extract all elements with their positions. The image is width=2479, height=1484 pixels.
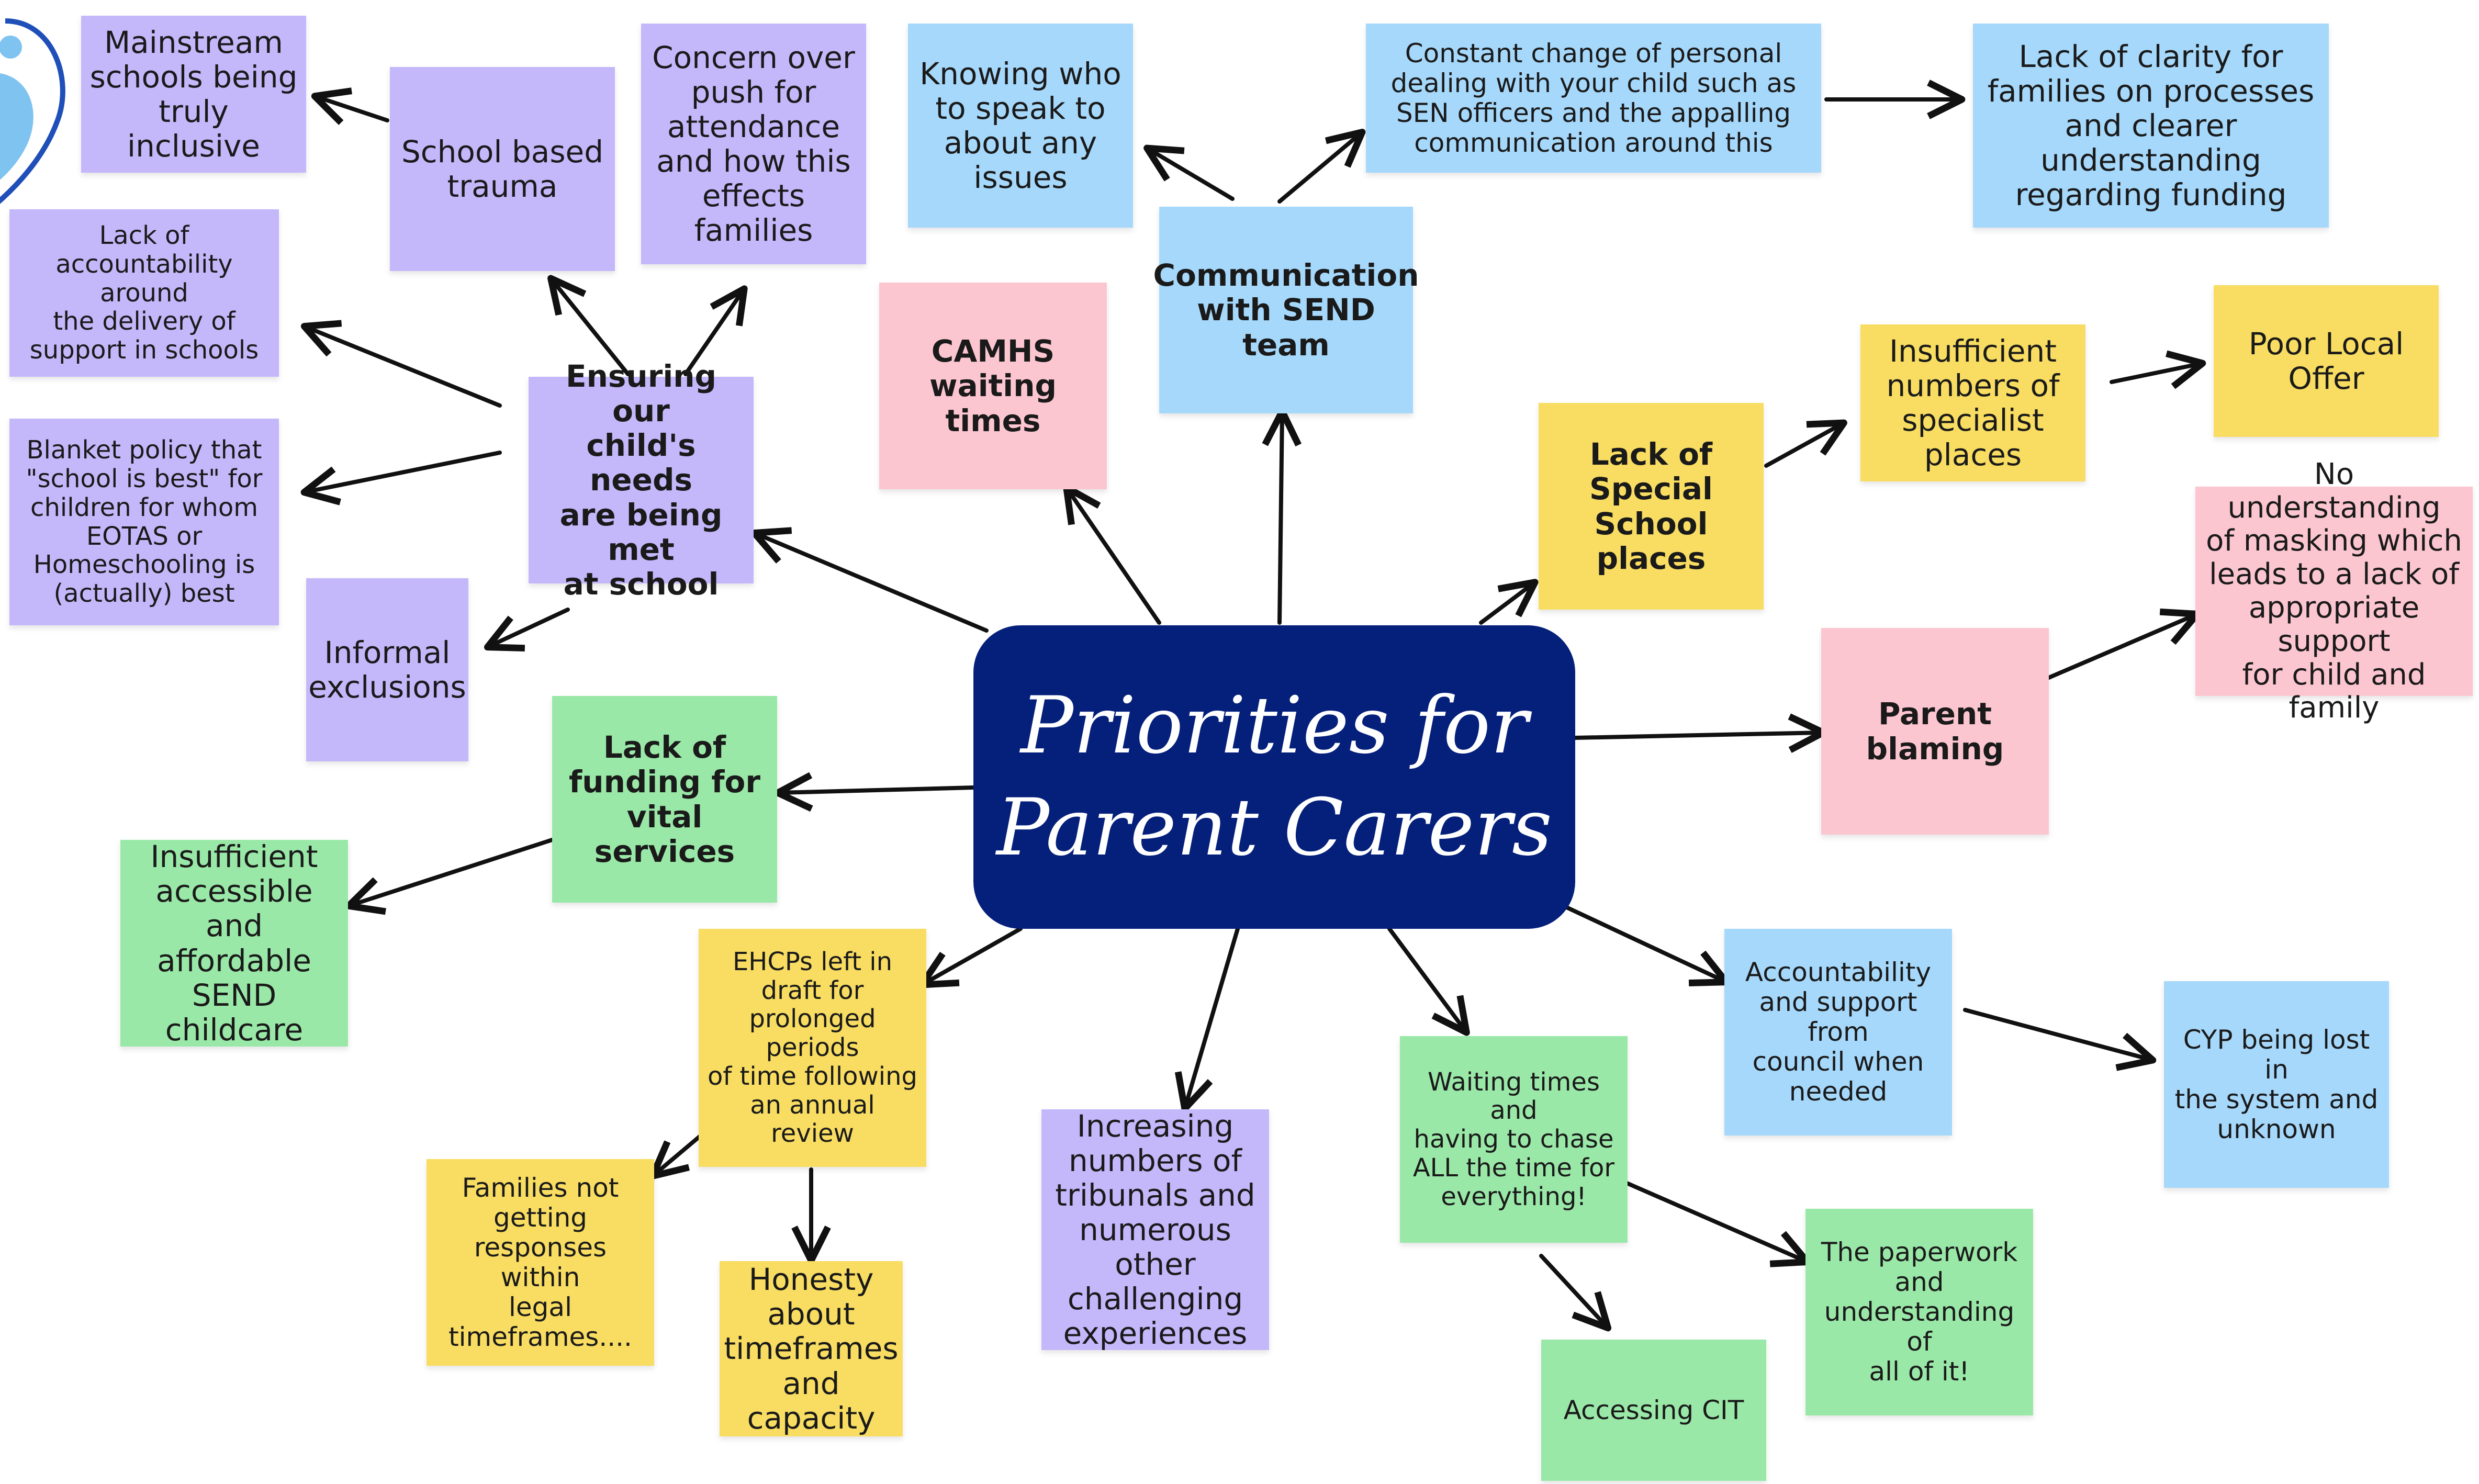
connector-arrow [1573, 713, 1827, 753]
note-masking-text: No understanding of masking which leads … [2206, 457, 2462, 725]
connector-arrow [2110, 350, 2206, 389]
connector-arrow [1560, 903, 1730, 986]
note-families-responses-text: Families not getting responses within le… [448, 1172, 632, 1352]
connector-arrow [1262, 408, 1302, 625]
note-mainstream: Mainstream schools being truly inclusive [81, 16, 306, 173]
note-cyp-lost-text: CYP being lost in the system and unknown [2174, 1024, 2379, 1144]
note-poor-local-offer-text: Poor Local Offer [2248, 325, 2404, 396]
note-ensuring-needs: Ensuring our child's needs are being met… [529, 359, 754, 601]
connector-arrow [1387, 927, 1470, 1036]
note-constant-change-text: Constant change of personal dealing with… [1390, 38, 1797, 158]
note-camhs-text: CAMHS waiting times [929, 333, 1057, 439]
note-honesty: Honesty about timeframes and capacity [720, 1261, 903, 1436]
note-tribunals-text: Increasing numbers of tribunals and nume… [1055, 1108, 1255, 1352]
note-ehcps-text: EHCPs left in draft for prolonged period… [707, 947, 917, 1149]
note-blanket-policy: Blanket policy that "school is best" for… [9, 419, 279, 625]
note-cyp-lost: CYP being lost in the system and unknown [2164, 981, 2389, 1188]
note-waiting-times-text: Waiting times and having to chase ALL th… [1412, 1067, 1615, 1211]
figure-logo-icon [0, 18, 65, 204]
note-accountability-schools-text: Lack of accountability around the delive… [29, 221, 259, 365]
note-accountability-council-text: Accountability and support from council … [1745, 957, 1932, 1107]
note-parent-blaming-text: Parent blaming [1866, 696, 2004, 767]
connector-arrow [1539, 1254, 1612, 1332]
connector-arrow [2047, 608, 2201, 680]
note-camhs: CAMHS waiting times [879, 283, 1107, 489]
connector-arrow [484, 608, 570, 652]
connector-arrow [774, 772, 975, 812]
note-special-school-text: Lack of Special School places [1589, 436, 1713, 576]
note-school-trauma-text: School based trauma [401, 133, 604, 204]
note-waiting-times: Waiting times and having to chase ALL th… [1400, 1036, 1628, 1243]
note-honesty-text: Honesty about timeframes and capacity [724, 1262, 899, 1436]
note-accessing-cit: Accessing CIT [1541, 1340, 1766, 1481]
note-masking: No understanding of masking which leads … [2195, 457, 2473, 725]
connector-arrow [1479, 579, 1539, 625]
connector-arrow [683, 285, 748, 376]
note-informal-exclusions: Informal exclusions [306, 578, 468, 761]
connector-arrow [1143, 144, 1235, 201]
note-families-responses: Families not getting responses within le… [427, 1159, 654, 1366]
central-title-box: Priorities for Parent Carers [973, 625, 1575, 929]
note-insufficient-specialist-text: Insufficient numbers of specialist place… [1886, 333, 2060, 473]
note-knowing-who: Knowing who to speak to about any issues [908, 24, 1133, 228]
note-accessing-cit-text: Accessing CIT [1563, 1395, 1744, 1425]
note-parent-blaming: Parent blaming [1821, 628, 2049, 835]
note-tribunals: Increasing numbers of tribunals and nume… [1041, 1108, 1269, 1352]
note-communication-send-text: Communication with SEND team [1153, 257, 1419, 363]
note-special-school: Lack of Special School places [1539, 403, 1764, 610]
connector-arrow [300, 451, 502, 505]
note-knowing-who-text: Knowing who to speak to about any issues [919, 55, 1121, 196]
note-communication-send: Communication with SEND team [1153, 207, 1419, 413]
note-accountability-council: Accountability and support from council … [1724, 929, 1952, 1136]
connector-arrow [300, 320, 502, 408]
connector-arrow [1963, 1008, 2157, 1071]
note-insufficient-specialist: Insufficient numbers of specialist place… [1860, 324, 2085, 481]
connector-arrow [1618, 1178, 1811, 1267]
connector-arrow [547, 275, 630, 376]
note-lack-funding: Lack of funding for vital services [552, 696, 777, 903]
note-paperwork: The paperwork and understanding of all o… [1805, 1209, 2033, 1415]
note-ehcps: EHCPs left in draft for prolonged period… [699, 929, 926, 1167]
note-childcare-text: Insufficient accessible and affordable S… [150, 839, 318, 1048]
connector-arrow [1063, 484, 1161, 625]
note-poor-local-offer: Poor Local Offer [2214, 285, 2439, 437]
note-lack-funding-text: Lack of funding for vital services [569, 729, 760, 869]
connector-arrow [750, 527, 989, 633]
note-school-trauma: School based trauma [390, 67, 615, 271]
note-constant-change: Constant change of personal dealing with… [1366, 24, 1821, 173]
note-childcare: Insufficient accessible and affordable S… [120, 839, 348, 1048]
note-informal-exclusions-text: Informal exclusions [308, 634, 466, 705]
connector-arrow [1764, 419, 1847, 468]
connector-arrow [311, 87, 389, 125]
connector-arrow [1174, 927, 1240, 1112]
note-blanket-policy-text: Blanket policy that "school is best" for… [26, 435, 263, 608]
note-lack-clarity-text: Lack of clarity for families on processe… [1987, 38, 2315, 213]
connector-arrow [345, 838, 554, 915]
central-title: Priorities for Parent Carers [996, 680, 1552, 873]
connector-arrow [1277, 129, 1366, 204]
note-attendance-text: Concern over push for attendance and how… [652, 39, 855, 249]
note-lack-clarity: Lack of clarity for families on processe… [1973, 24, 2329, 228]
connector-arrow [649, 1131, 706, 1179]
note-mainstream-text: Mainstream schools being truly inclusive [89, 24, 298, 164]
connector-arrow [918, 927, 1023, 988]
note-attendance: Concern over push for attendance and how… [641, 24, 866, 264]
note-paperwork-text: The paperwork and understanding of all o… [1821, 1237, 2018, 1387]
note-accountability-schools: Lack of accountability around the delive… [9, 209, 279, 377]
note-ensuring-needs-text: Ensuring our child's needs are being met… [559, 358, 723, 602]
